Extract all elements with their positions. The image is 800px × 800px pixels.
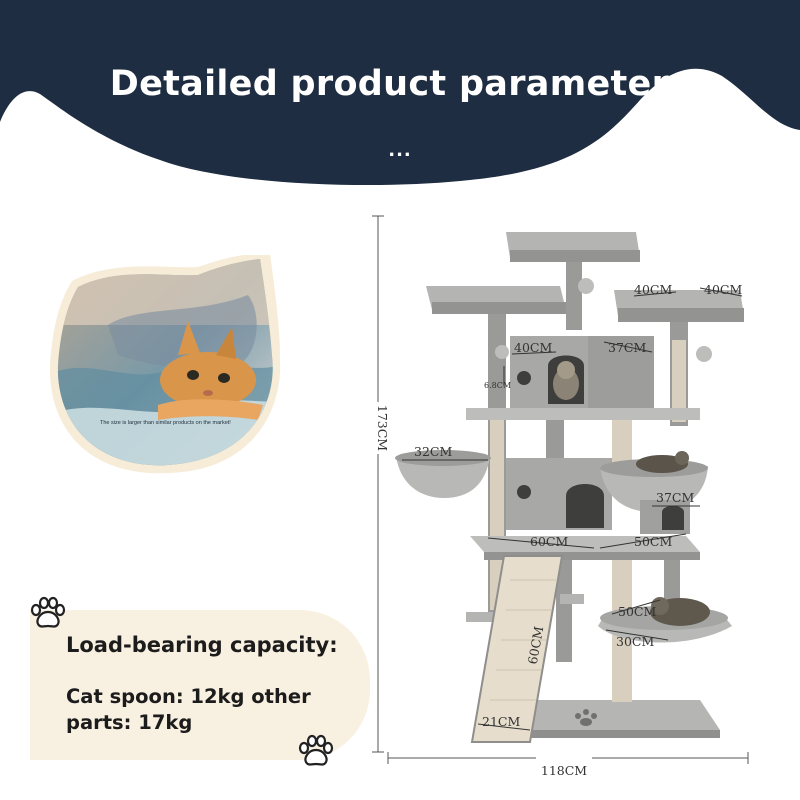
height-label: 173CM [375,405,390,451]
paw-icon [298,734,334,766]
header-banner [0,0,800,200]
lower-condo-label: 37CM [656,490,694,505]
paw-icon [30,596,66,628]
cat-tree-diagram: 173CM 118CM [372,215,749,778]
load-capacity-details: Cat spoon: 12kg other parts: 17kg [66,685,311,734]
condo-gap-label: 6.8CM [484,381,511,390]
ramp-width-label: 21CM [482,714,520,729]
load-capacity-card [30,610,370,760]
ramp-length-label: 60CM [525,625,546,665]
title-ellipsis: ... [388,140,412,161]
condo-depth-label: 37CM [608,340,646,355]
header-shape [0,0,800,186]
cat-photo-icon [49,253,281,474]
top-left-perch-label: 40CM [634,282,672,297]
platform-width-label: 60CM [530,534,568,549]
platform-depth-label: 50CM [634,534,672,549]
hammock-depth-label: 30CM [616,634,654,649]
hammock-width-label: 50CM [618,604,656,619]
width-label: 118CM [541,763,587,778]
top-right-perch-label: 40CM [704,282,742,297]
page-title: Detailed product parameters [109,64,691,104]
load-capacity-title: Load-bearing capacity: [66,633,338,657]
cat-photo-frame [48,253,281,475]
basket-label: 32CM [414,444,452,459]
condo-width-label: 40CM [514,340,552,355]
photo-caption: The size is larger than similar products… [100,420,231,426]
